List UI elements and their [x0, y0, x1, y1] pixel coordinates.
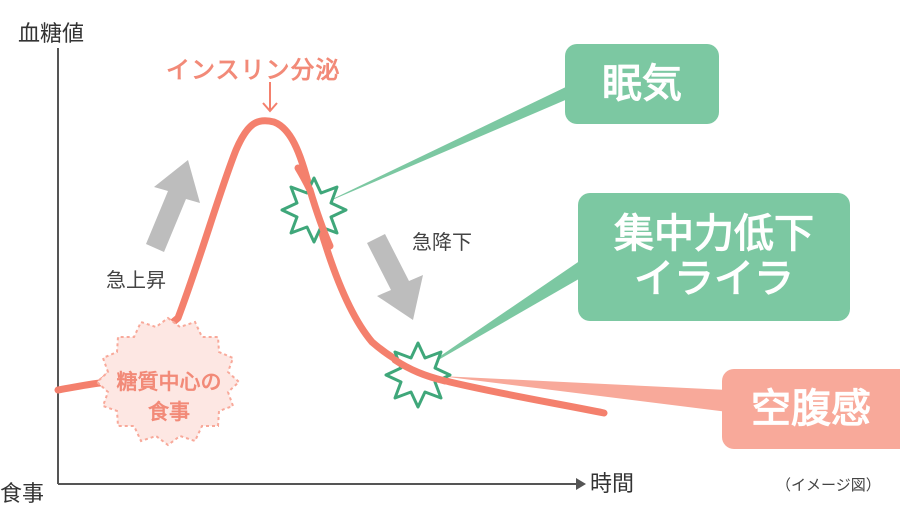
drop-arrow — [367, 234, 423, 320]
sleepy-text: 眠気 — [602, 60, 682, 107]
focus-text-line1: 集中力低下 — [614, 211, 814, 258]
curve-overlay — [294, 164, 334, 250]
focus-pointer — [414, 258, 584, 374]
insulin-label: インスリン分泌 — [166, 56, 341, 84]
meal-label-line2: 食事 — [148, 400, 190, 424]
hunger-box: 空腹感 — [722, 369, 900, 449]
origin-label: 食事 — [0, 482, 45, 507]
caption: （イメージ図） — [776, 476, 881, 494]
focus-box: 集中力低下 イライラ — [578, 193, 850, 321]
sleepy-pointer — [318, 85, 570, 206]
curve-overlay-2 — [391, 356, 449, 385]
hunger-pointer — [440, 376, 728, 412]
rise-label: 急上昇 — [106, 268, 166, 292]
x-axis-label: 時間 — [590, 472, 635, 497]
y-axis-label: 血糖値 — [18, 22, 85, 47]
x-axis-arrowhead — [576, 478, 586, 490]
meal-label-line1: 糖質中心の — [116, 370, 222, 394]
meal-label: 糖質中心の 食事 — [110, 367, 228, 427]
hunger-text: 空腹感 — [751, 385, 871, 432]
insulin-arrowhead — [262, 102, 278, 113]
focus-text-line2: イライラ — [634, 256, 794, 302]
drop-label: 急降下 — [412, 230, 472, 254]
sleepy-box: 眠気 — [565, 44, 719, 124]
meal-burst — [95, 316, 241, 447]
rise-arrow — [146, 160, 200, 252]
blood-sugar-curve — [54, 117, 608, 417]
